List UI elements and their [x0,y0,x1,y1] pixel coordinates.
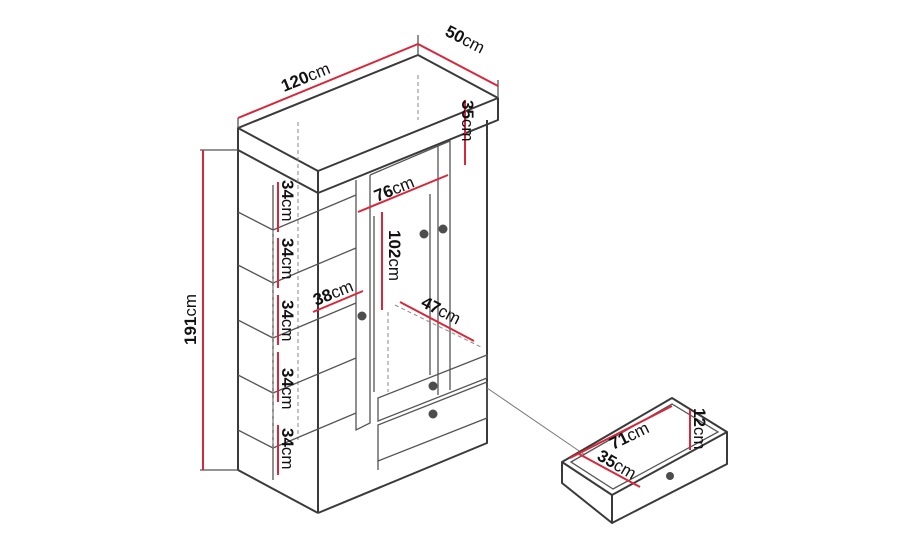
shelf-gap-label-5: 34cm [278,428,297,470]
hanging-height-label: 102cm [385,230,404,281]
dimension-lines [200,35,499,475]
shelf-gap-label-1: 34cm [278,180,297,222]
depth-dimension-line [417,43,499,87]
hanging-depth-line [399,301,475,342]
drawer-box-top [561,397,728,496]
height-label: 191cm [181,294,200,345]
shelf-width-line [312,290,364,313]
top-shelf-depth-label: 35cm [458,100,477,142]
drawer-width-line [569,405,673,459]
drawer-front-upper [377,354,488,422]
rail-width-label: 76cm [371,173,417,206]
shelf-gap-label-4: 34cm [278,368,297,410]
rail-width-line [357,174,449,213]
width-dimension-line [237,43,419,119]
drawer-depth-line [578,453,641,488]
wardrobe-right-side [317,120,488,514]
drawer-fronts [377,354,488,470]
drawer-height-label: 12cm [690,408,709,450]
door-knob-left-icon [357,311,367,321]
drawer-knob-upper-icon [428,381,438,391]
drawer-front-lower [377,381,488,462]
drawer-detail-knob-icon [666,472,674,480]
shelf-gap-label-2: 34cm [278,238,297,280]
drawer-detail-leader [486,387,586,456]
shelves [237,194,357,449]
door-knob-right-icon [438,224,448,234]
shelf-gap-label-3: 34cm [278,300,297,342]
door-panels [355,140,484,432]
door-knob-center-icon [419,229,429,239]
wardrobe-body [237,54,499,514]
drawer-detail: 71cm 35cm 12cm [561,397,728,524]
drawer-knob-lower-icon [428,409,438,419]
depth-label: 50cm [442,22,488,58]
